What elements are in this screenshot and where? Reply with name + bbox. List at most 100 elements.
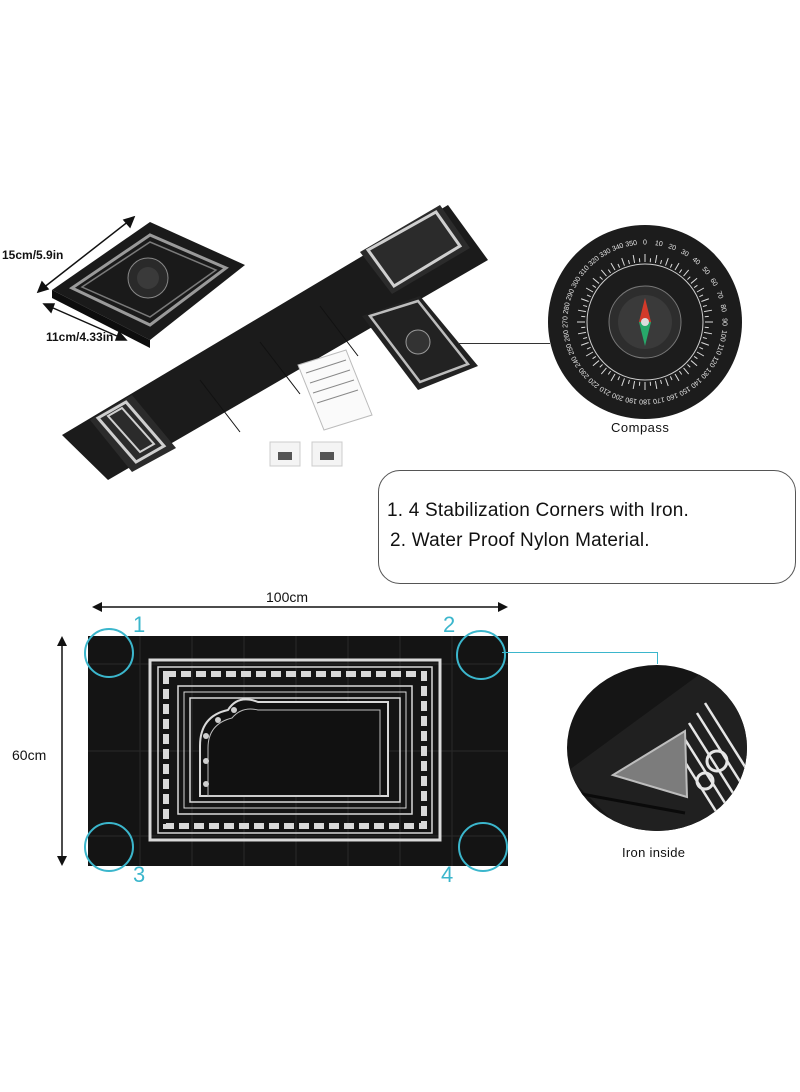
compass-tick xyxy=(687,276,691,280)
features-callout: 1. 4 Stabilization Corners with Iron. 2.… xyxy=(378,470,796,584)
compass-tick xyxy=(660,379,663,384)
mat-width-label: 100cm xyxy=(266,589,309,605)
product-package-photo xyxy=(36,205,488,480)
compass-degree-label: 0 xyxy=(643,240,647,247)
compass-tick xyxy=(665,378,669,387)
feature-line-2: 2. Water Proof Nylon Material. xyxy=(390,530,650,551)
compass-degree-label: 280 xyxy=(563,302,572,315)
compass-tick xyxy=(617,376,621,381)
compass-degree-label: 170 xyxy=(652,395,665,404)
compass-tick xyxy=(610,373,616,382)
compass-tick xyxy=(607,269,611,274)
compass-tick xyxy=(600,367,607,375)
mat-arch-ornament xyxy=(203,707,237,787)
compass-tick xyxy=(592,277,600,284)
compass-tick xyxy=(586,294,591,298)
mat-ornamental-border xyxy=(148,658,442,842)
compass-tick xyxy=(654,381,658,390)
compass-degree-label: 330 xyxy=(599,248,613,260)
compass-degree-label: 160 xyxy=(665,391,678,402)
corner-circle-3 xyxy=(84,822,134,872)
compass-degree-label: 350 xyxy=(625,240,638,249)
compass-degree-ticks xyxy=(577,254,713,390)
compass-connector-line xyxy=(458,343,550,344)
folded-mat xyxy=(62,205,488,480)
compass-degree-label: 20 xyxy=(667,243,677,252)
iron-plate xyxy=(610,729,689,799)
corner-number-1: 1 xyxy=(133,612,146,637)
compass-tick xyxy=(693,284,698,288)
compass-degree-label: 10 xyxy=(654,240,663,248)
compass-tick xyxy=(599,276,603,280)
unfolded-prayer-mat xyxy=(88,636,508,866)
compass-degree-label: 270 xyxy=(563,316,570,328)
compass-tick xyxy=(580,342,589,346)
pouch-height-label: 15cm/5.9in xyxy=(2,248,64,262)
compass-tick xyxy=(592,284,597,288)
compass-degree-label: 30 xyxy=(679,249,689,259)
compass-degree-label: 120 xyxy=(707,355,719,369)
compass-tick xyxy=(679,370,683,375)
corner-circle-1 xyxy=(84,628,134,678)
detail-connector-line xyxy=(502,652,658,653)
folded-pouch xyxy=(52,222,245,348)
detail-border-pattern xyxy=(671,702,747,814)
compass-tick xyxy=(679,269,683,274)
accessory-tags xyxy=(269,441,343,467)
compass-tick xyxy=(693,356,698,360)
compass-tick xyxy=(701,342,710,346)
compass-tick xyxy=(621,378,625,387)
compass-tick xyxy=(654,254,658,263)
compass-tick xyxy=(600,269,607,277)
mat-height-arrow xyxy=(57,636,67,866)
corner-circle-2 xyxy=(456,630,506,680)
feature-line-1: 1. 4 Stabilization Corners with Iron. xyxy=(387,500,690,521)
compass-degree-label: 90 xyxy=(721,318,728,326)
compass-degree-label: 300 xyxy=(571,276,583,290)
compass-tick xyxy=(690,360,698,367)
mat-height-label: 60cm xyxy=(12,747,47,763)
compass-tick xyxy=(627,260,630,265)
compass-tick xyxy=(586,346,591,350)
corner-number-4: 4 xyxy=(441,862,454,887)
compass-tick xyxy=(627,379,630,384)
compass-tick xyxy=(632,254,636,263)
compass-tick xyxy=(577,309,586,313)
compass-caption: Compass xyxy=(611,420,670,435)
compass-tick xyxy=(674,262,680,271)
compass-degree-label: 260 xyxy=(563,329,572,342)
corner-number-3: 3 xyxy=(133,862,146,887)
compass-degree-label: 240 xyxy=(571,355,583,369)
small-pouch xyxy=(362,296,478,390)
compass-degree-label: 150 xyxy=(678,384,692,396)
iron-inside-caption: Iron inside xyxy=(622,845,686,860)
compass-tick xyxy=(696,351,705,357)
compass-tick xyxy=(577,331,586,335)
compass-degree-label: 180 xyxy=(639,398,651,405)
pouch-height-arrow xyxy=(36,215,136,294)
iron-corner-closeup xyxy=(567,665,747,831)
compass-tick xyxy=(592,360,600,367)
compass-degree-label: 340 xyxy=(611,242,624,253)
compass-tick xyxy=(585,351,594,357)
compass-tick xyxy=(585,287,594,293)
compass-tick xyxy=(607,370,611,375)
compass-tick xyxy=(617,263,621,268)
instruction-card xyxy=(297,349,373,431)
compass-tick xyxy=(599,364,603,368)
corner-circle-4 xyxy=(458,822,508,872)
compass-needle-south xyxy=(639,322,651,346)
compass-degree-label: 40 xyxy=(691,256,702,266)
detail-connector-drop xyxy=(657,652,658,664)
compass-tick xyxy=(669,263,673,268)
mat-mihrab-arch xyxy=(199,698,389,797)
compass-degree-label: 210 xyxy=(599,384,613,396)
compass-degree-label: 110 xyxy=(714,343,724,356)
compass-degree-label: 200 xyxy=(611,391,624,402)
pouch-width-arrow xyxy=(42,303,128,341)
compass-tick xyxy=(690,277,698,284)
compass-degree-label: 50 xyxy=(700,266,710,277)
compass-tick xyxy=(704,309,713,313)
compass-degree-label: 250 xyxy=(565,342,576,355)
